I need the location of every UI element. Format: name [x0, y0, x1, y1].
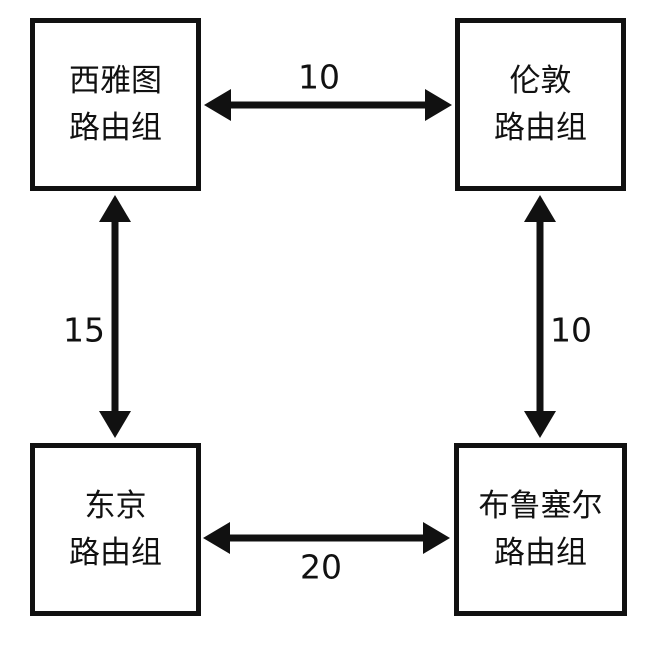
edge-weight-london-brussels: 10: [550, 310, 592, 350]
edge-weight-seattle-tokyo: 15: [63, 310, 105, 350]
node-tokyo-line2: 路由组: [69, 534, 162, 571]
node-tokyo-router-group: 东京 路由组: [30, 443, 201, 616]
node-seattle-line2: 路由组: [69, 109, 162, 146]
node-brussels-line1: 布鲁塞尔: [478, 487, 603, 524]
node-seattle-router-group: 西雅图 路由组: [30, 18, 201, 191]
node-tokyo-line1: 东京: [84, 487, 147, 524]
node-london-line2: 路由组: [494, 109, 587, 146]
node-brussels-router-group: 布鲁塞尔 路由组: [454, 443, 627, 616]
edge-weight-seattle-london: 10: [298, 57, 340, 97]
node-seattle-line1: 西雅图: [69, 62, 162, 99]
node-brussels-line2: 路由组: [494, 534, 587, 571]
node-london-line1: 伦敦: [509, 62, 572, 99]
node-london-router-group: 伦敦 路由组: [455, 18, 626, 191]
edge-weight-tokyo-brussels: 20: [300, 547, 342, 587]
